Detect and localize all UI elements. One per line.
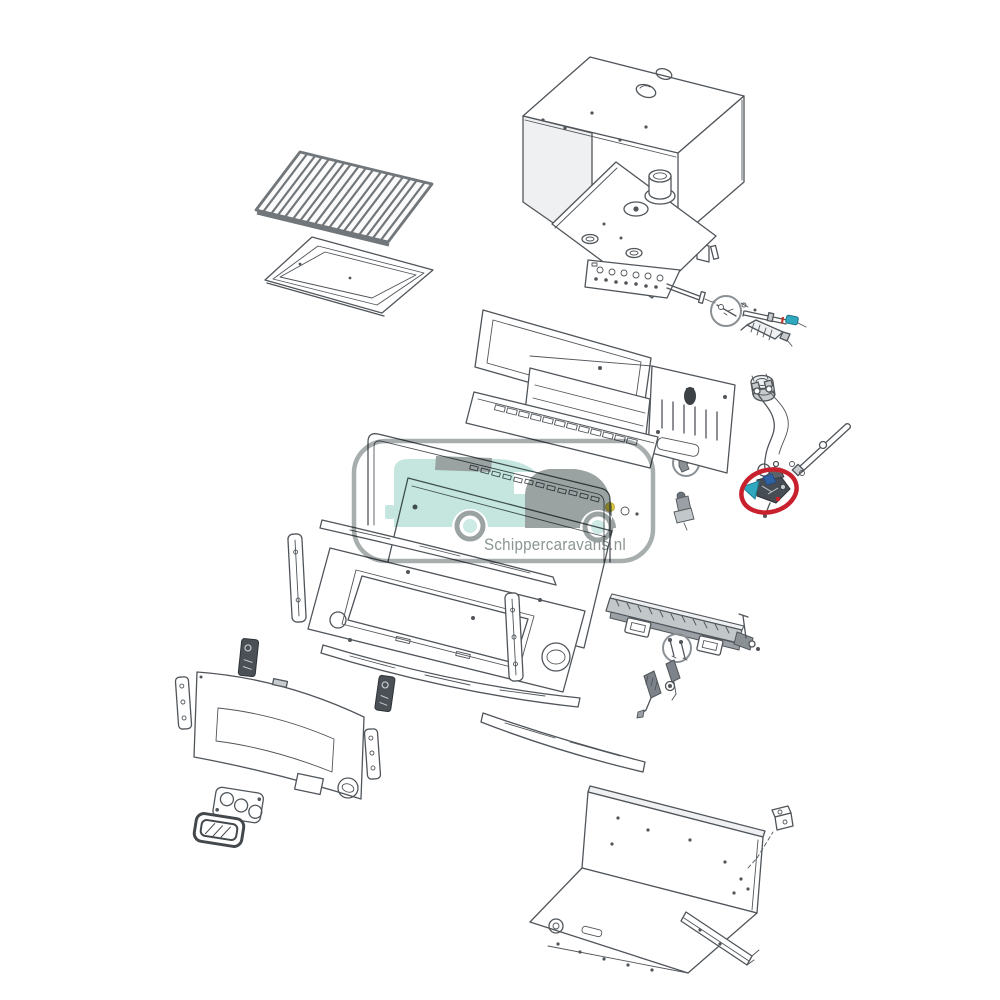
spark-electrode [740,319,793,347]
valve-red-dot [775,496,781,502]
trim-strip-middle [480,712,646,773]
watermark-hitch [385,505,394,519]
trim-strip-bottom [320,644,581,708]
door-outer-panel [193,671,365,800]
watermark-frame [351,438,656,564]
detail-magnifier-1 [710,295,757,327]
watermark-wheel-left [454,510,486,542]
handle-grille [192,812,246,848]
grill-rack [254,150,434,247]
watermark-text: Schippercaravans.nl [484,535,626,554]
watermark-wheel-right [582,511,614,543]
baking-tray [264,236,434,317]
igniter-teal-tip [785,314,799,326]
mounting-brackets [174,533,524,780]
hinge-brackets [237,638,396,713]
rear-bracket [747,805,794,869]
trim-strip-top [319,519,557,586]
valve-teal-lever [741,480,760,500]
watermark-caravan-body [394,459,552,527]
top-plate-flue [551,161,717,299]
injector [673,491,695,531]
igniter-lead [742,310,807,328]
base-assembly [529,785,766,974]
burner-electrodes [636,659,681,719]
watermark: Schippercaravans.nl [351,438,656,564]
gas-supply-assembly [750,373,851,477]
gas-valve [741,460,791,518]
burner-assembly [605,593,760,656]
watermark-roofbox [435,456,492,472]
highlight-ellipse [739,467,799,515]
watermark-car [525,469,616,528]
valve-blue-block [762,473,777,486]
detail-magnifier-2 [662,633,692,663]
